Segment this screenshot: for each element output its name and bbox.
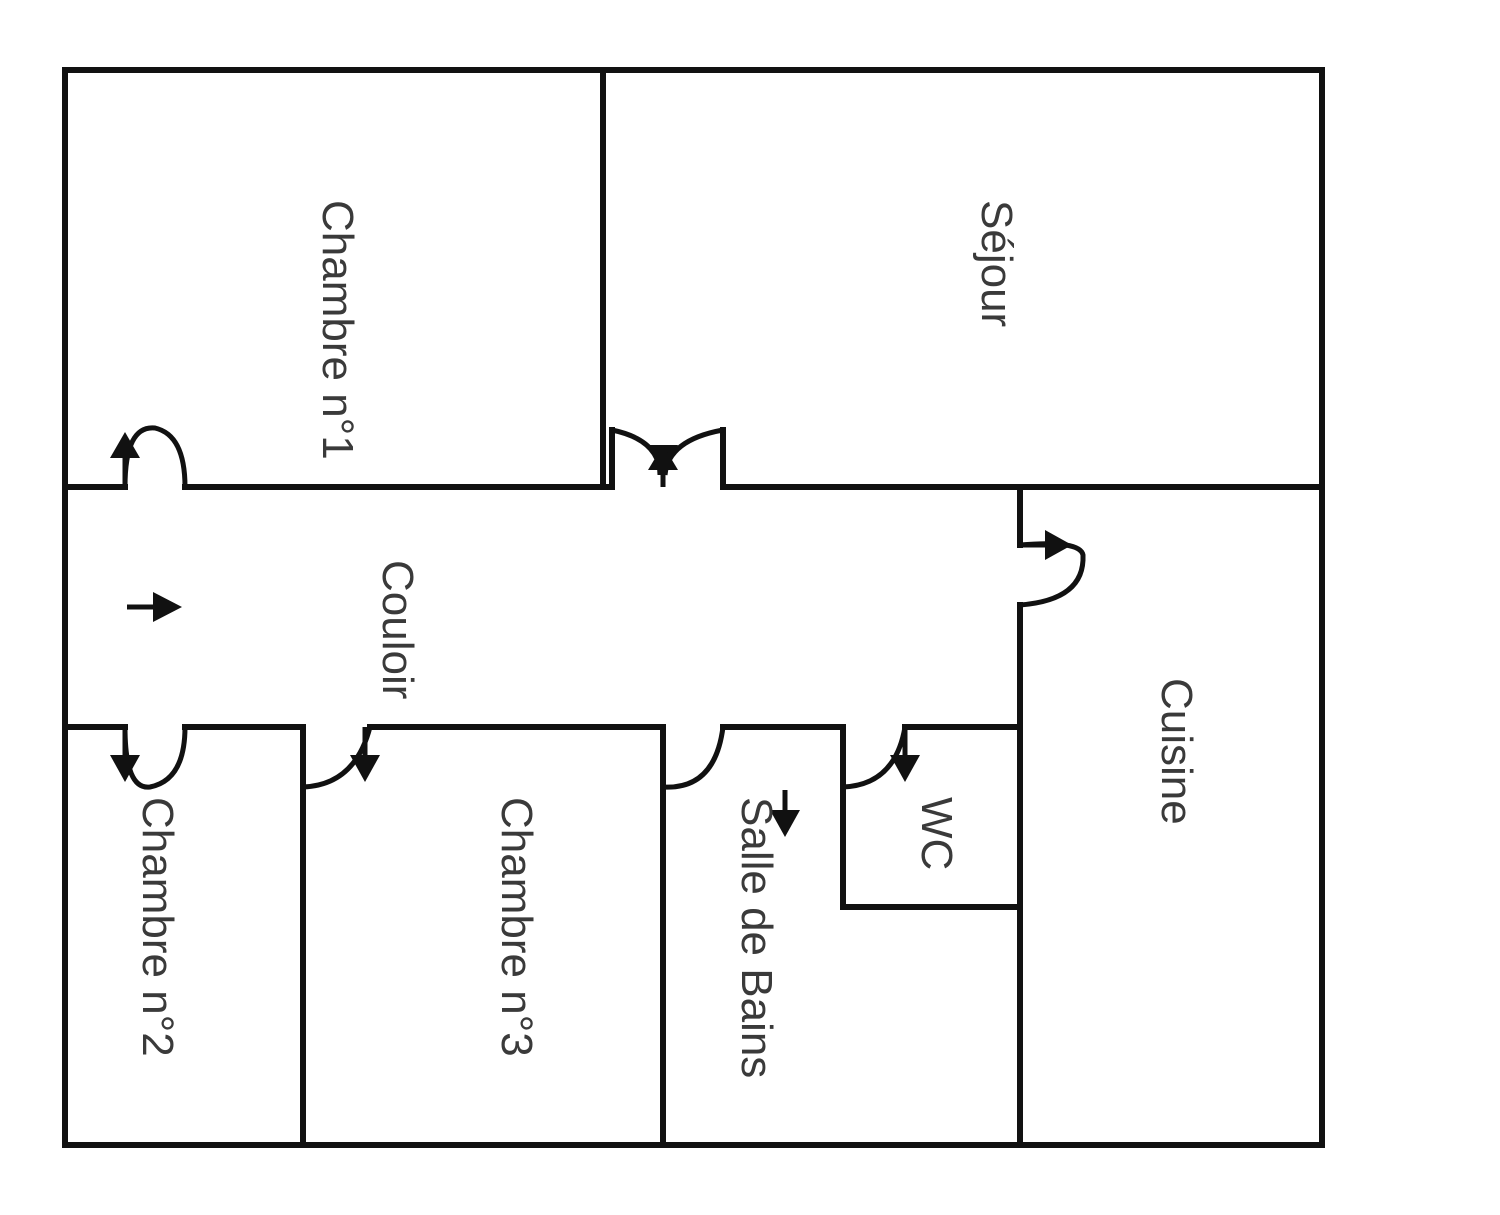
label-chambre2: Chambre n°2 [133,797,182,1057]
label-wc: WC [912,797,961,870]
arrow-down-icon [110,755,140,782]
outer-wall [62,67,1325,1148]
arrow-entry [127,592,182,622]
arrow-up-icon [110,432,140,458]
arrow-up-icon [648,445,678,470]
label-chambre3: Chambre n°3 [492,797,541,1057]
door-wc-arc [842,726,908,790]
arrow-chambre2 [110,727,140,782]
label-cuisine: Cuisine [1152,678,1201,825]
door-bains-arc [662,726,726,790]
arrow-down-icon [890,755,920,782]
arrow-wc [890,727,920,782]
arrow-bains [770,790,800,837]
outer-walls [62,67,1325,1148]
arrow-down-icon [350,755,380,782]
arrow-sejour [648,445,678,487]
label-chambre1: Chambre n°1 [313,200,362,460]
label-salle-de-bains: Salle de Bains [732,797,781,1078]
arrows [110,432,1072,837]
arrow-down-icon [770,810,800,837]
arrow-chambre1 [110,432,140,487]
interior-walls [62,67,1325,1148]
arrow-right-icon [1045,530,1072,560]
room-labels: Chambre n°1 Séjour Couloir Cuisine Chamb… [133,200,1201,1078]
label-couloir: Couloir [373,560,422,699]
label-sejour: Séjour [972,200,1021,327]
arrow-chambre3 [350,727,380,782]
arrow-cuisine [1020,530,1072,560]
arrow-right-icon [153,592,182,622]
